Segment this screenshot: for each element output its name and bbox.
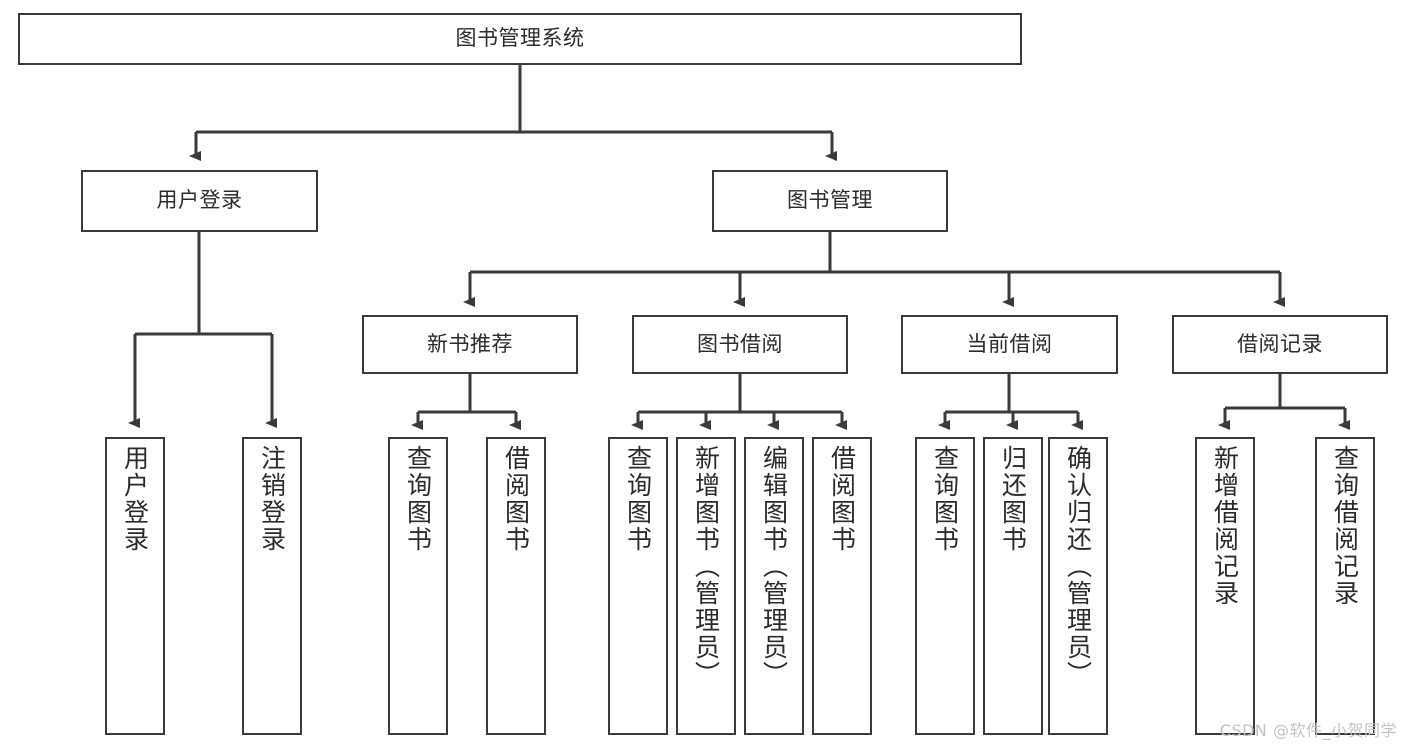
leaf-add-borrow-record[interactable]: 新增借阅记录	[1195, 437, 1255, 735]
node-current-borrow-label: 当前借阅	[966, 331, 1053, 356]
leaf-return-book[interactable]: 归还图书	[983, 437, 1043, 735]
node-new-book-recommend[interactable]: 新书推荐	[362, 315, 578, 374]
leaf-add-borrow-record-label: 新增借阅记录	[1210, 445, 1240, 607]
leaf-query-book-borrow[interactable]: 查询图书	[608, 437, 668, 735]
leaf-logout-label: 注销登录	[257, 445, 287, 553]
node-book-borrow-label: 图书借阅	[697, 331, 783, 356]
leaf-borrow-book-recommend[interactable]: 借阅图书	[486, 437, 546, 735]
leaf-confirm-return-admin-label: 确认归还（管理员）	[1063, 445, 1093, 688]
node-new-book-recommend-label: 新书推荐	[427, 331, 513, 356]
leaf-borrow-book[interactable]: 借阅图书	[812, 437, 872, 735]
leaf-borrow-book-recommend-label: 借阅图书	[501, 445, 531, 553]
leaf-query-book-borrow-label: 查询图书	[623, 445, 653, 553]
node-book-management-label: 图书管理	[787, 188, 873, 213]
leaf-user-login-label: 用户登录	[120, 445, 150, 553]
node-user-login-label: 用户登录	[156, 188, 243, 213]
node-current-borrow[interactable]: 当前借阅	[901, 315, 1118, 374]
node-book-borrow[interactable]: 图书借阅	[632, 315, 848, 374]
leaf-add-book-admin[interactable]: 新增图书（管理员）	[676, 437, 736, 735]
leaf-query-book-recommend[interactable]: 查询图书	[388, 437, 448, 735]
leaf-return-book-label: 归还图书	[998, 445, 1028, 553]
leaf-query-book-recommend-label: 查询图书	[403, 445, 433, 553]
node-user-login[interactable]: 用户登录	[81, 170, 318, 232]
csdn-watermark: CSDN @软件_小贺同学	[1219, 721, 1397, 740]
leaf-borrow-book-label: 借阅图书	[827, 445, 857, 553]
leaf-query-book-current[interactable]: 查询图书	[915, 437, 975, 735]
leaf-edit-book-admin-label: 编辑图书（管理员）	[759, 445, 789, 688]
leaf-query-borrow-record[interactable]: 查询借阅记录	[1315, 437, 1375, 735]
node-borrow-record[interactable]: 借阅记录	[1172, 315, 1388, 374]
node-book-management[interactable]: 图书管理	[712, 170, 948, 232]
leaf-query-book-current-label: 查询图书	[930, 445, 960, 553]
leaf-edit-book-admin[interactable]: 编辑图书（管理员）	[744, 437, 804, 735]
leaf-user-login[interactable]: 用户登录	[105, 437, 165, 735]
leaf-add-book-admin-label: 新增图书（管理员）	[691, 445, 721, 688]
node-root[interactable]: 图书管理系统	[18, 13, 1022, 65]
node-borrow-record-label: 借阅记录	[1237, 331, 1323, 356]
leaf-query-borrow-record-label: 查询借阅记录	[1330, 445, 1360, 607]
leaf-logout[interactable]: 注销登录	[242, 437, 302, 735]
node-root-label: 图书管理系统	[455, 26, 585, 51]
leaf-confirm-return-admin[interactable]: 确认归还（管理员）	[1048, 437, 1108, 735]
